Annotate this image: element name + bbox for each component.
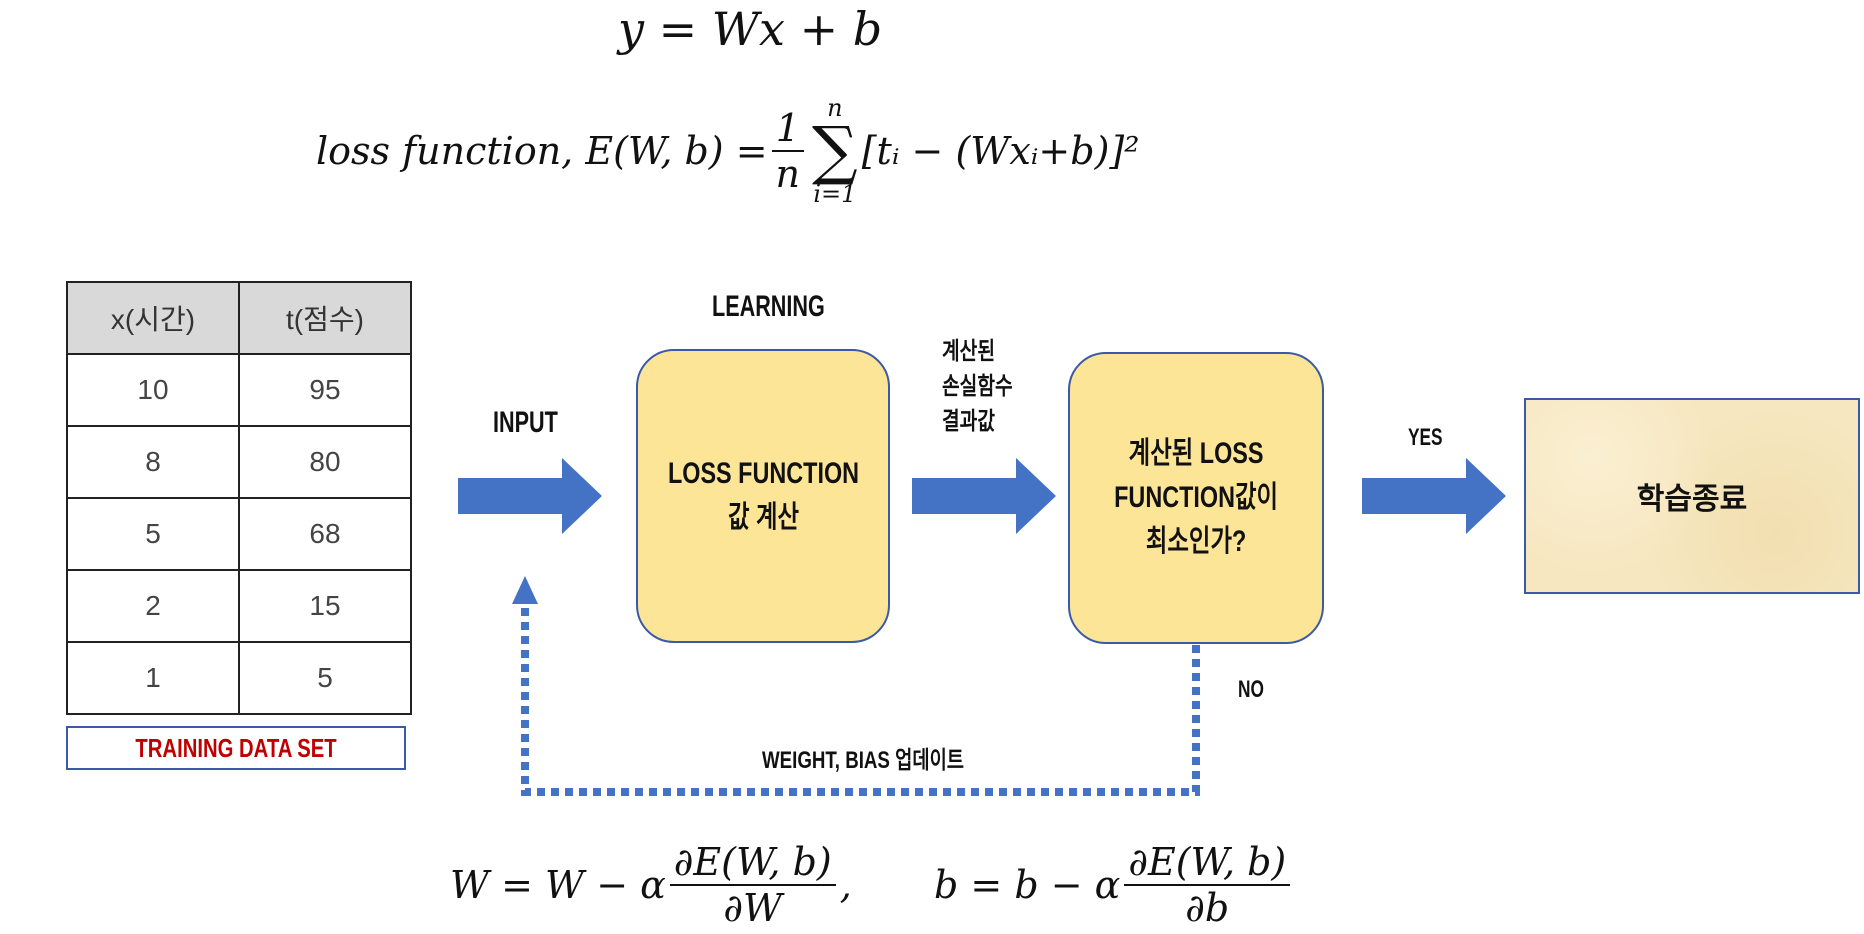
cell-x: 8 (66, 425, 240, 499)
loss-label: loss function, E(W, b) = (316, 129, 768, 173)
feedback-dotted-line (521, 600, 1200, 796)
sum-bottom: i=1 (813, 180, 857, 208)
learning-label: LEARNING (712, 290, 825, 323)
cell-t: 68 (238, 497, 412, 571)
training-data-table: x(시간) t(점수) 10 95 8 80 5 68 2 15 1 5 (66, 281, 412, 715)
update-w-fraction: ∂E(W, b) ∂W (669, 840, 836, 930)
cell-t: 5 (238, 641, 412, 715)
cell-x: 5 (66, 497, 240, 571)
loss-equation: loss function, E(W, b) = 1 n n ∑ i=1 [tᵢ… (316, 86, 1139, 216)
sum-top: n (827, 94, 843, 122)
table-row: 8 80 (66, 425, 412, 499)
cell-t: 80 (238, 425, 412, 499)
training-data-text: TRAINING DATA SET (135, 732, 337, 763)
training-end-box: 학습종료 (1524, 398, 1860, 594)
cell-t: 15 (238, 569, 412, 643)
update-w-sep: , (839, 863, 852, 907)
cell-x: 1 (66, 641, 240, 715)
table-row: 5 68 (66, 497, 412, 571)
loss-fraction: 1 n (771, 106, 805, 196)
model-equation: y = Wx + b (618, 2, 883, 56)
yes-arrow (1362, 458, 1506, 534)
table-row: 1 5 (66, 641, 412, 715)
computed-arrow (912, 458, 1056, 534)
update-b-lhs: b = b − α (934, 863, 1121, 907)
cell-t: 95 (238, 353, 412, 427)
loss-function-box-text: LOSS FUNCTION 값 계산 (667, 457, 859, 534)
update-label: WEIGHT, BIAS 업데이트 (762, 747, 965, 774)
input-label: INPUT (493, 406, 558, 439)
input-arrow (458, 458, 602, 534)
sum-symbol: ∑ (812, 114, 858, 188)
cell-x: 2 (66, 569, 240, 643)
update-b-num: ∂E(W, b) (1124, 840, 1291, 886)
update-b-den: ∂b (1185, 886, 1230, 930)
feedback-arrow-head (512, 576, 538, 604)
sum-block: n ∑ i=1 (812, 96, 858, 206)
loss-function-box: LOSS FUNCTION 값 계산 (636, 349, 890, 643)
update-w-den: ∂W (723, 886, 783, 930)
update-w-lhs: W = W − α (450, 863, 666, 907)
minimum-check-box: 계산된 LOSS FUNCTION값이 최소인가? (1068, 352, 1324, 644)
yes-label: YES (1408, 424, 1443, 451)
update-w-equation: W = W − α ∂E(W, b) ∂W , (450, 836, 852, 934)
cell-x: 10 (66, 353, 240, 427)
training-data-label: TRAINING DATA SET (66, 726, 406, 770)
header-t: t(점수) (238, 281, 412, 355)
header-x: x(시간) (66, 281, 240, 355)
loss-body: [tᵢ − (Wxᵢ+b)]² (861, 129, 1140, 173)
training-end-text: 학습종료 (1636, 483, 1748, 516)
table-row: 10 95 (66, 353, 412, 427)
no-label: NO (1238, 676, 1264, 703)
computed-result-label: 계산된 손실함수 결과값 (942, 338, 1013, 435)
table-header-row: x(시간) t(점수) (66, 281, 412, 355)
update-w-num: ∂E(W, b) (669, 840, 836, 886)
minimum-check-box-text: 계산된 LOSS FUNCTION값이 최소인가? (1114, 437, 1278, 558)
table-row: 2 15 (66, 569, 412, 643)
update-b-equation: b = b − α ∂E(W, b) ∂b (934, 836, 1294, 934)
update-b-fraction: ∂E(W, b) ∂b (1124, 840, 1291, 930)
loss-frac-num: 1 (771, 106, 805, 152)
loss-frac-den: n (775, 152, 801, 196)
